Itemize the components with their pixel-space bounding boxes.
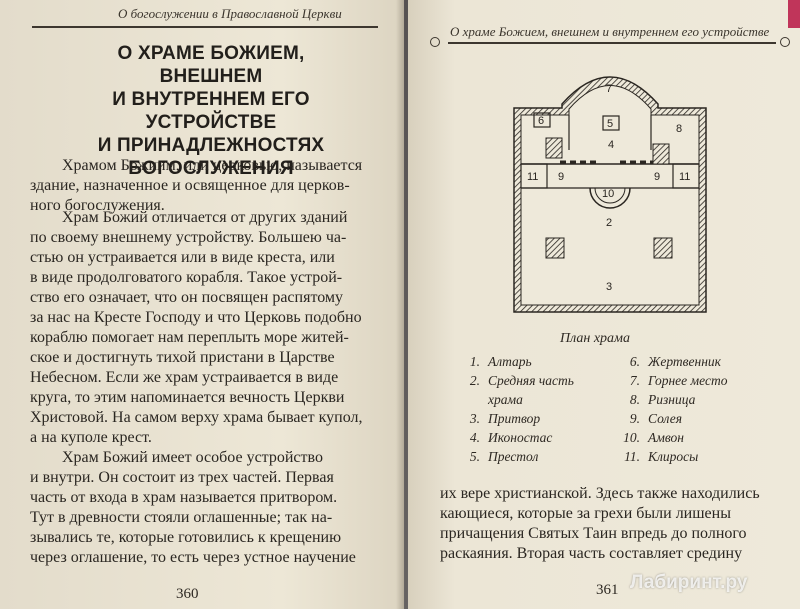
body-line: Храмом Божиим, или церковью, называется: [62, 157, 363, 174]
title-line: БОГОСЛУЖЕНИЯ: [128, 158, 294, 179]
body-line: через оглашение, то есть через устное на…: [30, 549, 356, 566]
body-line: и внутри. Он состоит из трех частей. Пер…: [30, 469, 334, 486]
body-line: по своему внешнему устройству. Большею ч…: [30, 229, 347, 246]
plan-zhertvennik: [533, 112, 551, 128]
right-running-head: О храме Божием, внешнем и внутреннем его…: [450, 24, 770, 39]
legend-item: 1.Алтарь: [469, 354, 532, 369]
plan-label: 2: [606, 217, 612, 229]
legend-item: 6.Жертвенник: [629, 354, 721, 369]
body-line: здание, назначенное и освященное для цер…: [30, 177, 350, 194]
right-body-line: раскаяния. Вторая часть составляет среди…: [440, 545, 743, 562]
left-page: О богослужении в Православной Церкви О Х…: [0, 0, 404, 609]
title-line: И ВНУТРЕННЕМ ЕГО: [112, 89, 310, 110]
legend-item: 2.Средняя часть: [469, 373, 574, 388]
body-line: Небесном. Если же храм устраивается в ви…: [30, 369, 339, 386]
body-line: ного богослужения.: [30, 197, 165, 214]
body-line: зывались те, которые готовились к крещен…: [30, 529, 342, 546]
title-line: О ХРАМЕ БОЖИЕМ, ВНЕШНЕМ: [117, 43, 305, 87]
body-line: за нас на Кресте Господу и что Церковь п…: [30, 309, 362, 326]
legend-item: 3.Притвор: [469, 411, 541, 426]
left-running-head: О богослужении в Православной Церкви: [118, 6, 342, 21]
body-line: кораблю помогает нам переплыть море жите…: [30, 329, 349, 346]
title-line: И ПРИНАДЛЕЖНОСТЯХ: [97, 135, 325, 156]
plan-label: 9: [558, 171, 564, 183]
plan-label: 3: [606, 281, 612, 293]
right-ornament-icon: [780, 37, 790, 47]
legend-left: 1.Алтарь 2.Средняя часть храма 3.Притвор…: [452, 352, 574, 466]
plan-label: 8: [676, 123, 682, 135]
body-line: Храм Божий отличается от других зданий: [62, 209, 348, 226]
body-line: Христовой. На самом верху храма бывает к…: [30, 409, 363, 426]
legend-item: 4.Иконостас: [469, 430, 553, 445]
legend-item: 11.Клиросы: [624, 449, 699, 464]
plan-ambon: [589, 187, 631, 209]
left-ornament-icon: [430, 37, 440, 47]
plan-label: 11: [679, 171, 690, 183]
legend-item: 7.Горнее место: [629, 373, 728, 388]
left-page-number: 360: [176, 586, 199, 602]
right-page-number: 361: [596, 582, 619, 598]
plan-label: 11: [527, 171, 538, 183]
body-line: круга, то этим напоминается вечность Цер…: [30, 389, 345, 406]
body-line: часть от входа в храм называется притвор…: [30, 489, 338, 506]
right-body-line: причащения Святых Таин впредь до полного: [440, 525, 747, 542]
right-body-line: кающиеся, которые за грехи были лишены: [440, 505, 731, 522]
right-body-line: их вере христианской. Здесь также находи…: [440, 485, 760, 502]
left-head-rule: [32, 26, 378, 28]
legend-item: 5.Престол: [469, 449, 539, 464]
body-line: Тут в древности стояли оглашенные; так н…: [30, 509, 333, 526]
legend-right: 6.Жертвенник 7.Горнее место 8.Ризница 9.…: [612, 352, 727, 466]
plan-prestol: [602, 115, 620, 131]
legend-item: 9.Солея: [629, 411, 683, 426]
right-head-rule: [448, 42, 776, 44]
plan-label: 10: [602, 188, 614, 200]
labirint-watermark: Лабиринт.ру: [630, 572, 748, 593]
plan-caption: План храма: [560, 331, 630, 346]
plan-label: 7: [606, 83, 612, 95]
body-line: Храм Божий имеет особое устройство: [62, 449, 323, 466]
body-line: в виде продолговатого корабля. Такое уст…: [30, 269, 343, 286]
plan-label: 4: [608, 139, 614, 151]
chapter-title: О ХРАМЕ БОЖИЕМ, ВНЕШНЕМ И ВНУТРЕННЕМ ЕГО…: [66, 42, 356, 180]
red-corner-object: [788, 0, 800, 28]
body-line: а на куполе крест.: [30, 429, 152, 446]
legend-item: храма: [488, 392, 523, 407]
body-line: стью он устраивается или в виде креста, …: [30, 249, 335, 266]
plan-label: 9: [654, 171, 660, 183]
legend-item: 10.Амвон: [623, 430, 684, 445]
plan-label: 6: [538, 115, 544, 127]
legend-item: 8.Ризница: [629, 392, 696, 407]
plan-label: 5: [607, 118, 613, 130]
body-line: ское и достигнуть тихой пристани в Царст…: [30, 349, 335, 366]
title-line: УСТРОЙСТВЕ: [145, 112, 277, 133]
temple-plan-diagram: 4 2 3 5 6 7 8 9 9 10 11 11 1: [513, 76, 707, 313]
body-line: ство его означает, что он посвящен распя…: [30, 289, 344, 306]
